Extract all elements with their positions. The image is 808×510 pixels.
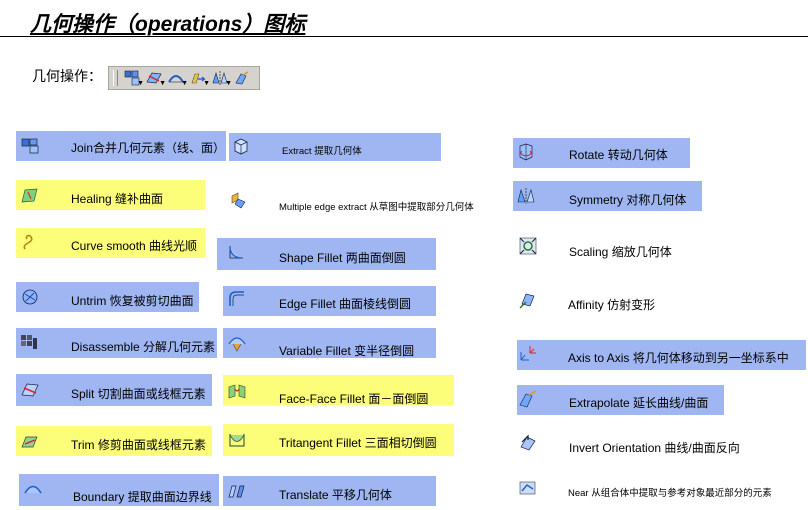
operation-label: Multiple edge extract 从草图中提取部分几何体 [279,202,474,213]
extrapolate-icon [235,71,249,85]
title-rule [0,36,808,37]
operation-face-face-fillet[interactable]: Face-Face Fillet 面－面倒圆 [223,375,454,406]
chevron-down-icon: ▼ [225,80,232,87]
operation-trim[interactable]: Trim 修剪曲面或线框元素 [16,426,212,456]
operation-invert-orientation[interactable]: Invert Orientation 曲线/曲面反向 [513,431,773,459]
rotate-icon [516,142,536,162]
operation-join[interactable]: Join合并几何元素（线、面） [16,131,226,161]
near-icon [518,478,538,498]
operation-symmetry[interactable]: Symmetry 对称几何体 [513,181,702,211]
toolbar-join-button[interactable]: ▼ [122,69,144,87]
page-title: 几何操作（operations）图标 [30,13,306,36]
operation-label: Disassemble 分解几何元素 [71,340,216,354]
toolbar-fillet-button[interactable]: ▼ [166,69,188,87]
split-icon [146,72,162,84]
operation-label: Scaling 缩放几何体 [569,245,672,259]
operation-axis-to-axis[interactable]: Axis to Axis 将几何体移动到另一坐标系中 [517,340,806,370]
operation-variable-fillet[interactable]: Variable Fillet 变半径倒圆 [223,328,436,358]
chevron-down-icon: ▼ [181,80,188,87]
toolbar-translate-button[interactable]: ▼ [188,69,210,87]
operation-label: Translate 平移几何体 [279,488,392,502]
operation-boundary[interactable]: Boundary 提取曲面边界线 [16,474,219,506]
multiple-edge-extract-icon [229,190,249,210]
operation-label: Edge Fillet 曲面棱线倒圆 [279,297,412,311]
toolbar-symmetry-button[interactable]: ▼ [210,69,232,87]
toolbar-extrapolate-button[interactable] [232,69,252,87]
invert-orientation-icon [518,432,538,452]
operation-scaling[interactable]: Scaling 缩放几何体 [513,235,713,263]
untrim-icon [20,287,40,307]
symmetry-icon [212,71,228,85]
operation-label: Healing 缝补曲面 [71,192,164,206]
operation-label: Curve smooth 曲线光顺 [71,239,198,253]
operation-label: Shape Fillet 两曲面倒圆 [279,251,406,265]
axis-to-axis-icon [518,343,538,363]
join-icon [20,136,40,156]
operation-healing[interactable]: Healing 缝补曲面 [16,180,205,210]
operation-label: Near 从组合体中提取与参考对象最近部分的元素 [568,488,772,499]
shape-fillet-icon [227,242,247,262]
affinity-icon [518,290,538,310]
operation-label: Variable Fillet 变半径倒圆 [279,344,415,358]
operation-label: Tritangent Fillet 三面相切倒圆 [279,436,437,450]
operation-untrim[interactable]: Untrim 恢复被剪切曲面 [16,282,199,312]
operation-disassemble[interactable]: Disassemble 分解几何元素 [16,328,217,358]
extrapolate-icon [518,389,538,409]
translate-icon [227,481,247,501]
symmetry-icon [516,186,536,206]
operation-label: Rotate 转动几何体 [569,148,668,162]
chevron-down-icon: ▼ [159,80,166,87]
operation-label: Boundary 提取曲面边界线 [73,490,212,504]
operation-extract[interactable]: Extract 提取几何体 [229,133,441,161]
operation-label: Symmetry 对称几何体 [569,193,687,207]
tritangent-fillet-icon [227,430,247,450]
operation-label: Invert Orientation 曲线/曲面反向 [569,441,740,455]
operation-label: Extract 提取几何体 [282,146,362,157]
edge-fillet-icon [227,289,247,309]
operation-label: Trim 修剪曲面或线框元素 [71,438,206,452]
scaling-icon [518,236,538,256]
operation-split[interactable]: Split 切割曲面或线框元素 [16,374,212,406]
curve-smooth-icon [20,233,40,253]
operation-extrapolate[interactable]: Extrapolate 延长曲线/曲面 [517,385,724,415]
operation-curve-smooth[interactable]: Curve smooth 曲线光顺 [16,228,205,258]
face-face-fillet-icon [227,381,247,401]
operation-edge-fillet[interactable]: Edge Fillet 曲面棱线倒圆 [223,286,436,316]
operation-label: Join合并几何元素（线、面） [71,141,226,155]
operation-near[interactable]: Near 从组合体中提取与参考对象最近部分的元素 [513,477,808,505]
operation-tritangent-fillet[interactable]: Tritangent Fillet 三面相切倒圆 [223,424,454,456]
operation-translate[interactable]: Translate 平移几何体 [223,476,436,506]
operation-shape-fillet[interactable]: Shape Fillet 两曲面倒圆 [217,238,436,270]
operation-label: Split 切割曲面或线框元素 [71,387,206,401]
chevron-down-icon: ▼ [203,80,210,87]
extract-icon [231,137,251,157]
operation-label: Axis to Axis 将几何体移动到另一坐标系中 [568,351,789,365]
fillet-icon [168,75,184,83]
operation-label: Affinity 仿射变形 [568,298,656,312]
split-icon [20,380,40,400]
operation-label: Extrapolate 延长曲线/曲面 [569,396,709,410]
boundary-icon [23,480,43,500]
toolbar-grip[interactable] [113,70,118,86]
toolbar-split-button[interactable]: ▼ [144,69,166,87]
healing-icon [20,186,40,206]
chevron-down-icon: ▼ [137,80,144,87]
operation-affinity[interactable]: Affinity 仿射变形 [513,288,713,316]
variable-fillet-icon [227,334,247,354]
translate-icon [191,73,206,84]
operation-label: Untrim 恢复被剪切曲面 [71,294,194,308]
operation-multiple-edge-extract[interactable]: Multiple edge extract 从草图中提取部分几何体 [229,190,509,218]
toolbar-label: 几何操作： [32,68,102,84]
trim-icon [20,432,40,452]
operation-rotate[interactable]: Rotate 转动几何体 [513,138,690,168]
operations-toolbar: ▼ ▼ ▼ ▼ ▼ [108,66,260,90]
disassemble-icon [19,332,39,352]
join-icon [124,70,140,86]
operation-label: Face-Face Fillet 面－面倒圆 [279,392,429,406]
